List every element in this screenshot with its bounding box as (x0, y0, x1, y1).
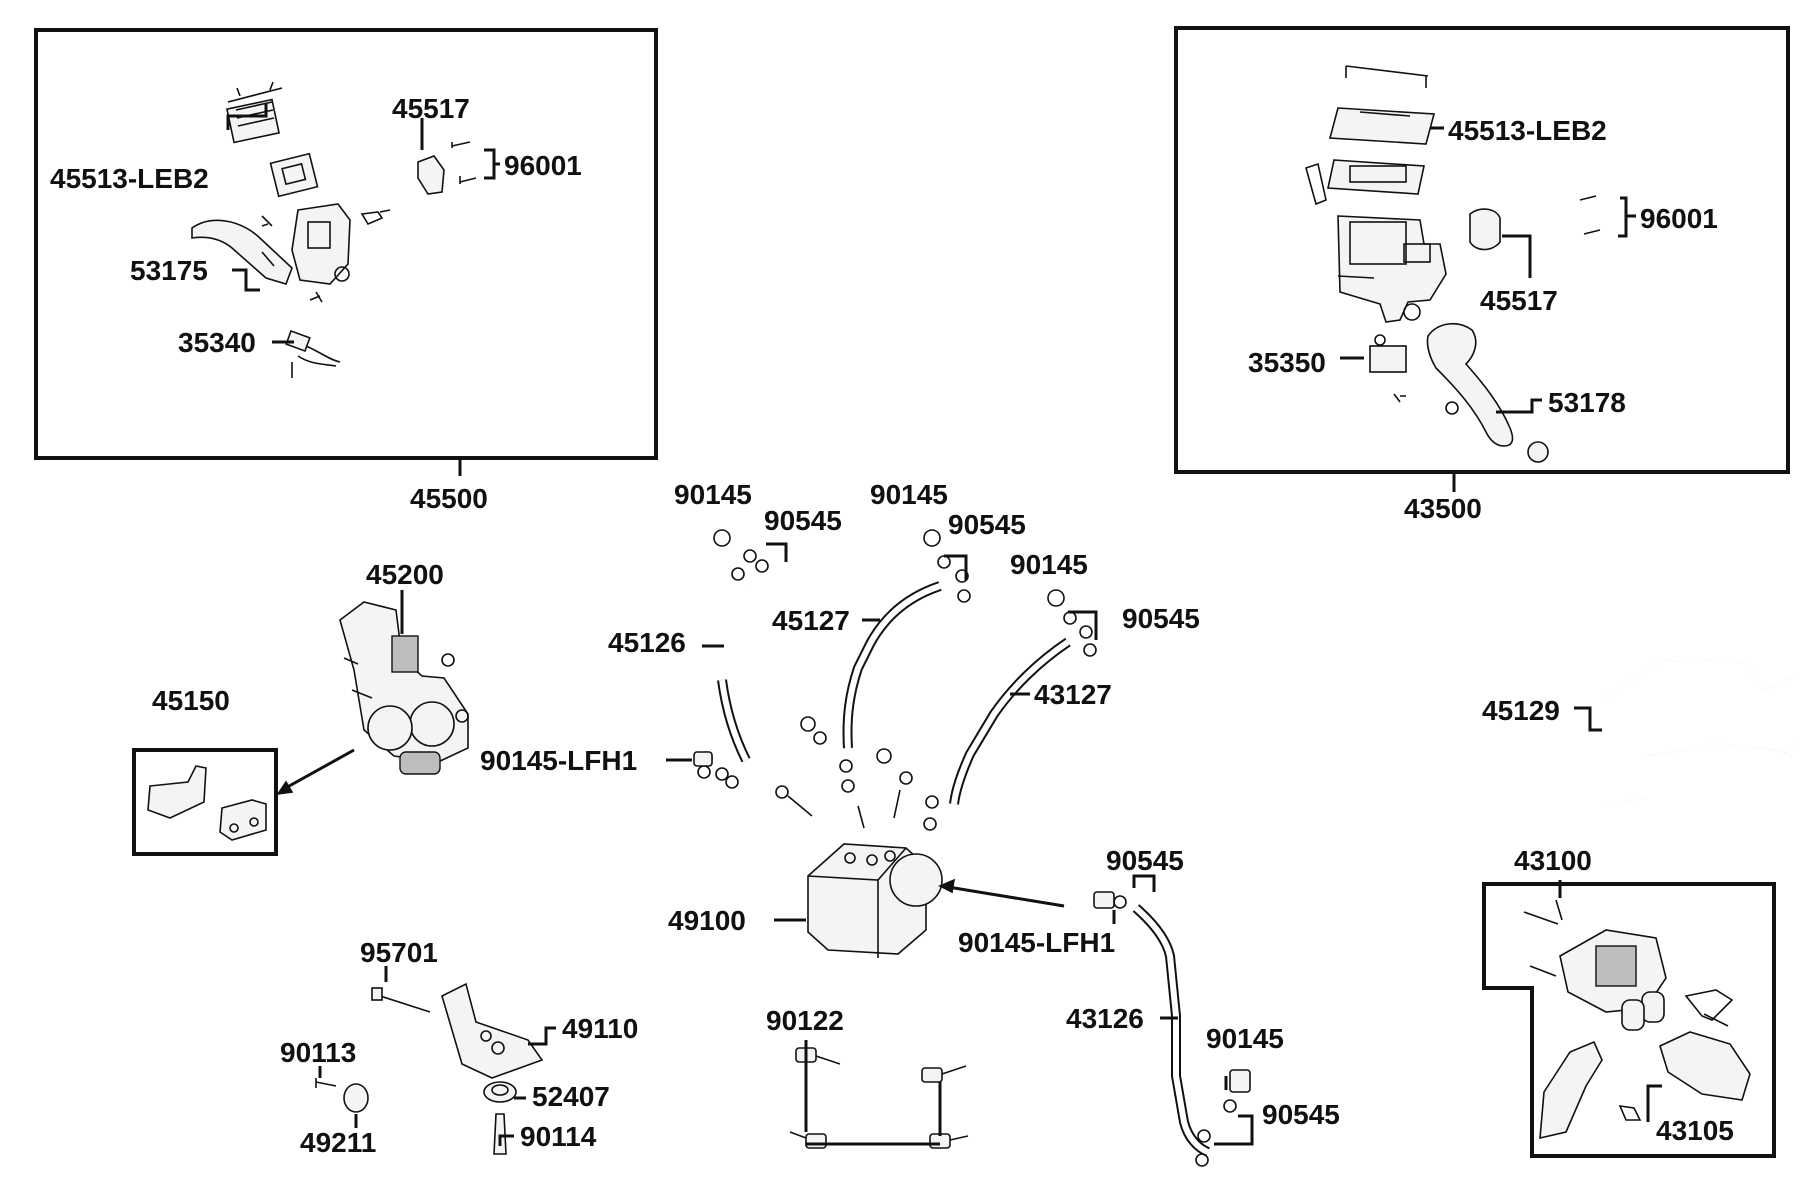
label-53175: 53175 (130, 255, 208, 286)
reservoir-cap-right-drawing (1305, 65, 1436, 206)
label-43126: 43126 (1066, 1003, 1144, 1034)
hose-45127-drawing (800, 529, 971, 793)
label-96001-left: 96001 (504, 150, 582, 181)
master-cylinder-right-group: 45513-LEB2 96001 45517 35350 53178 43500 (1174, 26, 1790, 524)
label-45129: 45129 (1482, 695, 1560, 726)
lever-left-drawing (191, 219, 293, 285)
label-35340: 35340 (178, 327, 256, 358)
label-43500: 43500 (1404, 493, 1482, 524)
rear-caliper-drawing (1523, 899, 1751, 1140)
brake-hoses-group: 90145 90545 45126 90145 90545 45127 (480, 479, 1200, 831)
pads-front-frame (132, 748, 278, 856)
label-90145-a: 90145 (674, 479, 752, 510)
switch-right-drawing (1369, 334, 1407, 403)
master-cylinder-left-group: 45513-LEB2 45517 96001 53175 35340 45500 (34, 28, 658, 514)
label-90145-b: 90145 (870, 479, 948, 510)
label-52407: 52407 (532, 1081, 610, 1112)
abs-unit-drawing (807, 843, 943, 958)
label-90145-c: 90145 (1010, 549, 1088, 580)
master-cylinder-left-frame (34, 28, 658, 460)
label-90114: 90114 (520, 1121, 597, 1152)
label-90122: 90122 (766, 1005, 844, 1036)
master-cylinder-right-frame (1174, 26, 1790, 474)
master-cylinder-right-drawing (1337, 215, 1447, 323)
label-43105: 43105 (1656, 1115, 1734, 1146)
bracket-45129-group: 45129 (1482, 658, 1800, 805)
label-90545-c: 90545 (1122, 603, 1200, 634)
rear-hose-group: 90545 90145-LFH1 43126 90145 90545 (958, 845, 1340, 1167)
label-43100: 43100 (1514, 845, 1592, 876)
label-90545-a: 90545 (764, 505, 842, 536)
master-cylinder-left-drawing (261, 203, 391, 303)
label-90545-e: 90545 (1262, 1099, 1340, 1130)
label-90145-d: 90145 (1206, 1023, 1284, 1054)
label-45517-right: 45517 (1480, 285, 1558, 316)
front-caliper-group: 45200 45150 (132, 559, 469, 856)
label-45513-leb2-left: 45513-LEB2 (50, 163, 209, 194)
label-45517-left: 45517 (392, 93, 470, 124)
label-90145-lfh1-b: 90145-LFH1 (958, 927, 1115, 958)
banjo-bolt-a-drawing (693, 751, 729, 781)
label-43127: 43127 (1034, 679, 1112, 710)
lever-right-drawing (1426, 323, 1549, 463)
label-90145-lfh1-a: 90145-LFH1 (480, 745, 637, 776)
hose-43127-drawing (923, 589, 1097, 831)
bracket-45129-drawing (1601, 658, 1800, 805)
label-90545-b: 90545 (948, 509, 1026, 540)
label-45127: 45127 (772, 605, 850, 636)
label-49100: 49100 (668, 905, 746, 936)
hose-43126-drawing (1093, 891, 1251, 1167)
label-53178: 53178 (1548, 387, 1626, 418)
label-35350: 35350 (1248, 347, 1326, 378)
label-90545-d: 90545 (1106, 845, 1184, 876)
pads-front-drawing (147, 765, 267, 841)
label-45200: 45200 (366, 559, 444, 590)
abs-bracket-group: 95701 90113 49110 52407 49211 90114 (280, 937, 638, 1158)
bolts-90122-group: 90122 (766, 1005, 969, 1149)
rear-caliper-frame (1482, 882, 1776, 1158)
front-caliper-drawing (339, 601, 469, 775)
label-49211: 49211 (300, 1127, 376, 1158)
bracket-left-drawing (417, 141, 477, 195)
label-45126: 45126 (608, 627, 686, 658)
abs-unit-group: 49100 (668, 843, 1065, 958)
label-96001-right: 96001 (1640, 203, 1718, 234)
reservoir-cap-left-drawing (226, 81, 319, 198)
switch-left-drawing (285, 329, 341, 378)
label-45150: 45150 (152, 685, 230, 716)
rear-caliper-group: 43100 43105 (1482, 845, 1776, 1158)
label-45513-leb2-right: 45513-LEB2 (1448, 115, 1607, 146)
grommet-drawing (315, 1078, 517, 1155)
label-90113: 90113 (280, 1037, 356, 1068)
bracket-right-drawing (1469, 195, 1601, 251)
label-45500: 45500 (410, 483, 488, 514)
label-95701: 95701 (360, 937, 438, 968)
bracket-49110-drawing (371, 982, 544, 1079)
label-49110: 49110 (562, 1013, 638, 1044)
